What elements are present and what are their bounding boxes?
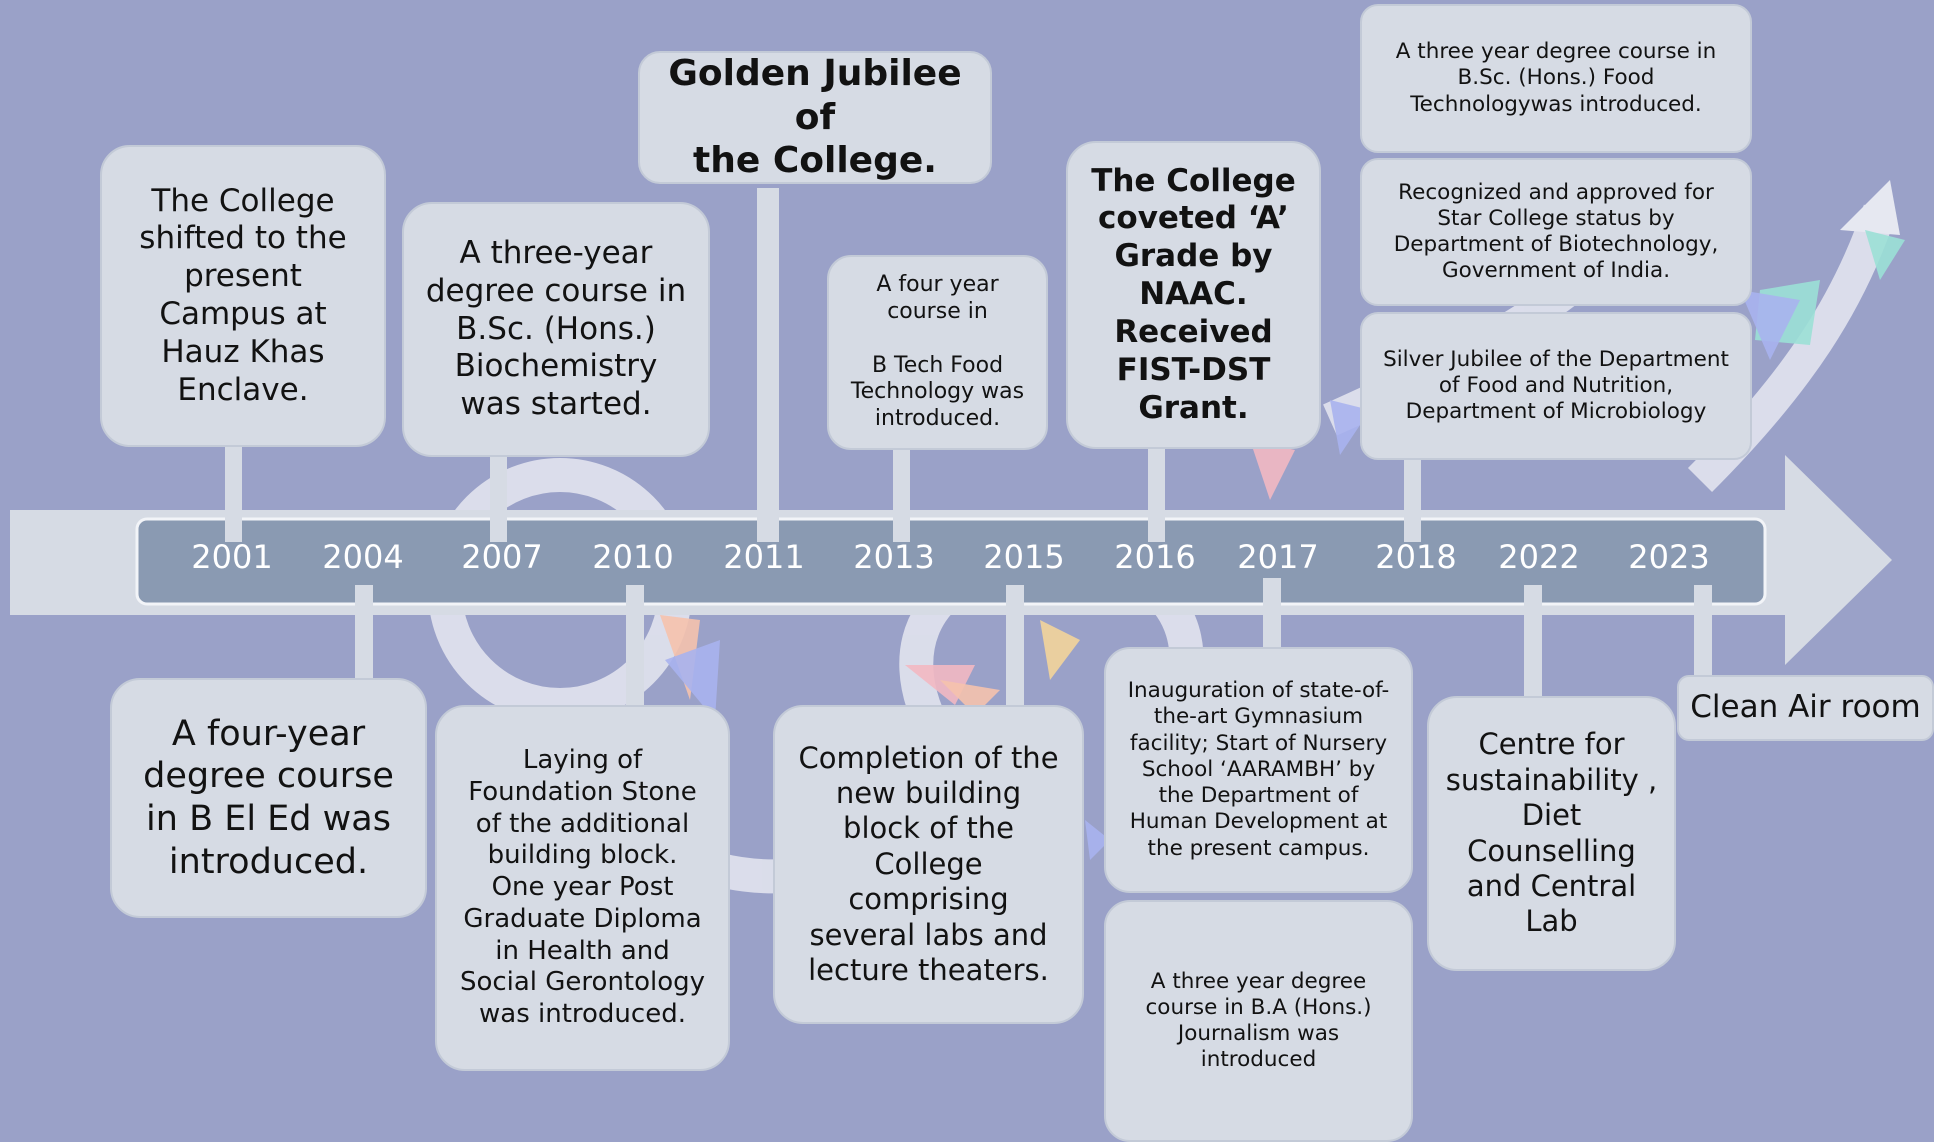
event-card-2017-journalism: A three year degree course in B.A (Hons.… — [1104, 900, 1413, 1142]
event-card-2018-silver-jubilee: Silver Jubilee of the Department of Food… — [1360, 312, 1752, 460]
connector-2016 — [1148, 448, 1165, 542]
year-label: 2013 — [853, 538, 935, 576]
connector-2017 — [1263, 578, 1281, 648]
event-text: Inauguration of state-of- the-art Gymnas… — [1127, 678, 1390, 861]
connector-2023 — [1694, 585, 1712, 677]
year-label: 2023 — [1628, 538, 1710, 576]
event-text: A three-year degree course in B.Sc. (Hon… — [425, 234, 687, 423]
year-label: 2016 — [1114, 538, 1196, 576]
year-label: 2001 — [191, 538, 273, 576]
year-label: 2018 — [1375, 538, 1457, 576]
event-card-2001: The College shifted to the present Campu… — [100, 145, 386, 447]
timeline-axis-band — [135, 517, 1767, 606]
connector-2018 — [1404, 455, 1421, 542]
event-text: The College shifted to the present Campu… — [139, 182, 347, 408]
event-text: Laying of Foundation Stone of the additi… — [459, 745, 706, 1030]
event-card-2013: A four year course in B Tech Food Techno… — [827, 255, 1048, 450]
connector-2015 — [1006, 585, 1024, 707]
event-text: A four-year degree course in B El Ed was… — [143, 713, 394, 882]
connector-2010 — [626, 585, 644, 707]
event-text: Recognized and approved for Star College… — [1393, 179, 1719, 284]
event-text: Silver Jubilee of the Department of Food… — [1383, 346, 1729, 425]
event-text: Completion of the new building block of … — [798, 740, 1059, 987]
event-card-2023: Clean Air room — [1677, 675, 1934, 741]
connector-2004 — [355, 585, 373, 680]
year-label: 2010 — [592, 538, 674, 576]
year-label: 2015 — [983, 538, 1065, 576]
event-card-2018-food-technology: A three year degree course in B.Sc. (Hon… — [1360, 4, 1752, 153]
connector-2001 — [225, 445, 242, 542]
event-text: Golden Jubilee of the College. — [668, 52, 962, 182]
event-card-2016: The College coveted ‘A’ Grade by NAAC. R… — [1066, 141, 1321, 449]
event-text: The College coveted ‘A’ Grade by NAAC. R… — [1091, 162, 1296, 426]
year-label: 2007 — [461, 538, 543, 576]
event-card-2015: Completion of the new building block of … — [773, 705, 1084, 1024]
event-text: Centre for sustainability , Diet Counsel… — [1445, 727, 1658, 939]
year-label: 2022 — [1498, 538, 1580, 576]
connector-2022 — [1524, 585, 1542, 697]
event-card-2022: Centre for sustainability , Diet Counsel… — [1427, 696, 1676, 971]
event-card-2007: A three-year degree course in B.Sc. (Hon… — [402, 202, 710, 457]
year-label: 2017 — [1237, 538, 1319, 576]
connector-2013 — [893, 448, 910, 542]
event-card-2010: Laying of Foundation Stone of the additi… — [435, 705, 730, 1071]
event-card-2018-star-college: Recognized and approved for Star College… — [1360, 158, 1752, 306]
event-card-2011: Golden Jubilee of the College. — [638, 51, 992, 184]
event-text: A three year degree course in B.A (Hons.… — [1145, 968, 1372, 1073]
event-text: A three year degree course in B.Sc. (Hon… — [1395, 39, 1717, 117]
event-text: A four year course in B Tech Food Techno… — [850, 272, 1025, 432]
year-label: 2004 — [322, 538, 404, 576]
event-card-2004: A four-year degree course in B El Ed was… — [110, 678, 427, 918]
event-card-2017-gymnasium: Inauguration of state-of- the-art Gymnas… — [1104, 647, 1413, 893]
event-text: Clean Air room — [1690, 689, 1921, 726]
year-label: 2011 — [723, 538, 805, 576]
connector-2007 — [490, 455, 507, 542]
connector-2011 — [757, 188, 779, 542]
